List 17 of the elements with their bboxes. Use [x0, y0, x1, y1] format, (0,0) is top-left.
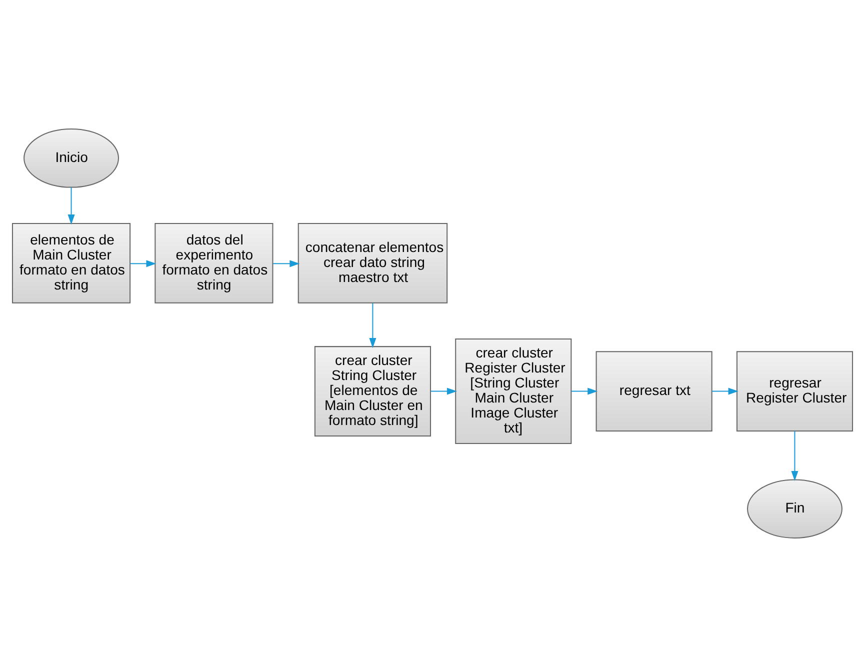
node-box: crear cluster Register Cluster [String Cluster Main Cluster Image Cluster txt]: [455, 338, 572, 444]
node-box: concatenar elementos crear dato string maestro txt: [298, 222, 448, 303]
arrow: [273, 260, 300, 267]
arrow: [68, 186, 75, 224]
arrow: [130, 260, 156, 267]
node-ellipse: Inicio: [24, 128, 119, 188]
arrow: [571, 387, 598, 394]
arrow: [369, 302, 376, 348]
node-ellipse: Fin: [747, 478, 842, 538]
node-box: elementos de Main Cluster formato en datos string: [12, 222, 131, 303]
node-box: regresar Register Cluster: [736, 350, 854, 431]
arrow: [430, 387, 458, 394]
node-box: datos del experimento formato en datos string: [154, 222, 274, 303]
arrow: [712, 387, 738, 394]
arrow: [791, 430, 798, 481]
node-box: crear cluster String Cluster [elementos de Main Cluster en formato string]: [314, 346, 431, 436]
node-box: regresar txt: [596, 350, 712, 431]
